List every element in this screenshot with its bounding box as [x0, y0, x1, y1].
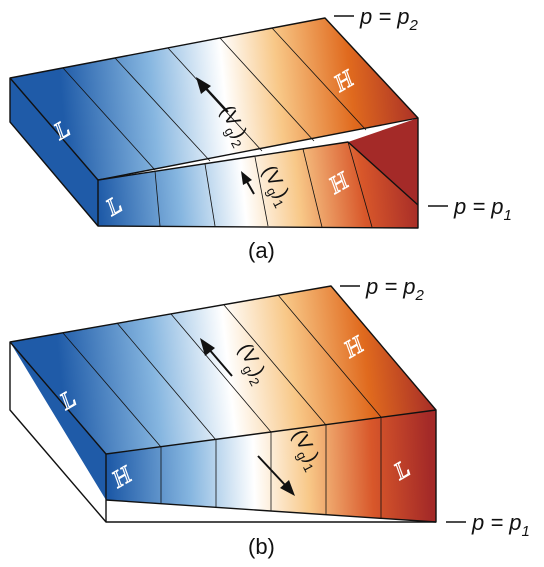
panel-a-bottom-pressure-label: p = p1: [453, 194, 512, 224]
panel-a-top-pressure-label: p = p2: [359, 4, 419, 34]
panel-b-bottom-pressure-label: p = p1: [471, 510, 530, 540]
panel-b-base-strip: [10, 342, 106, 522]
panel-a-front-face: [98, 142, 418, 228]
panel-a-right-face: [348, 118, 418, 205]
panel-a-caption: (a): [248, 238, 275, 263]
panel-a: L H L H (Vg)2 (Vg)1 p = p2 p = p1 (a): [9, 4, 512, 263]
panel-a-lower-wind-arrow: [241, 171, 255, 195]
panel-b-lower-wind-arrow: [257, 455, 295, 496]
panel-b-top-face: [10, 286, 436, 454]
panel-a-top-face: [10, 18, 418, 180]
panel-b: L H H L (Vg)2 (Vg)1 p = p2 p = p1 (b): [9, 274, 530, 559]
panel-b-upper-wind-arrow: [200, 338, 233, 377]
panel-a-upper-wind-arrow: [196, 77, 229, 113]
panel-a-left-face: [10, 78, 98, 226]
panel-b-top-pressure-label: p = p2: [365, 274, 425, 304]
panel-b-caption: (b): [248, 534, 275, 559]
